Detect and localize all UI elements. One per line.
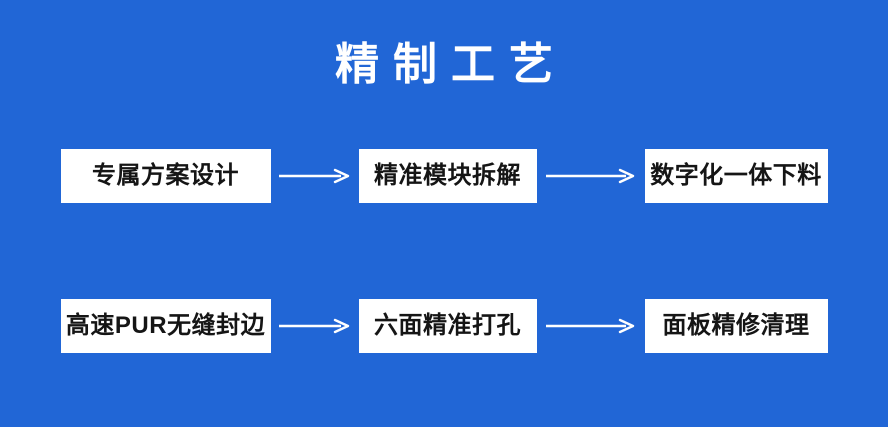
process-row-2: 高速PUR无缝封边 六面精准打孔 面板精修清理: [0, 298, 888, 354]
arrow-right-icon: [537, 299, 645, 353]
arrow-right-icon: [537, 149, 645, 203]
process-row-1: 专属方案设计 精准模块拆解 数字化一体下料: [0, 148, 888, 204]
process-step-label: 数字化一体下料: [650, 162, 822, 189]
process-step-label: 面板精修清理: [662, 312, 810, 339]
arrow-right-icon: [271, 149, 359, 203]
process-step-box[interactable]: 专属方案设计: [60, 149, 271, 203]
process-step-box[interactable]: 精准模块拆解: [358, 149, 537, 203]
process-step-label: 六面精准打孔: [374, 312, 521, 339]
process-step-box[interactable]: 六面精准打孔: [358, 299, 537, 353]
process-step-label: 高速PUR无缝封边: [65, 312, 266, 339]
process-step-box[interactable]: 面板精修清理: [644, 299, 828, 353]
page-title: 精制工艺: [335, 40, 567, 89]
process-step-box[interactable]: 数字化一体下料: [644, 149, 828, 203]
process-step-box[interactable]: 高速PUR无缝封边: [60, 299, 271, 353]
process-step-label: 精准模块拆解: [374, 162, 521, 189]
arrow-right-icon: [271, 299, 359, 353]
process-step-label: 专属方案设计: [92, 162, 239, 189]
